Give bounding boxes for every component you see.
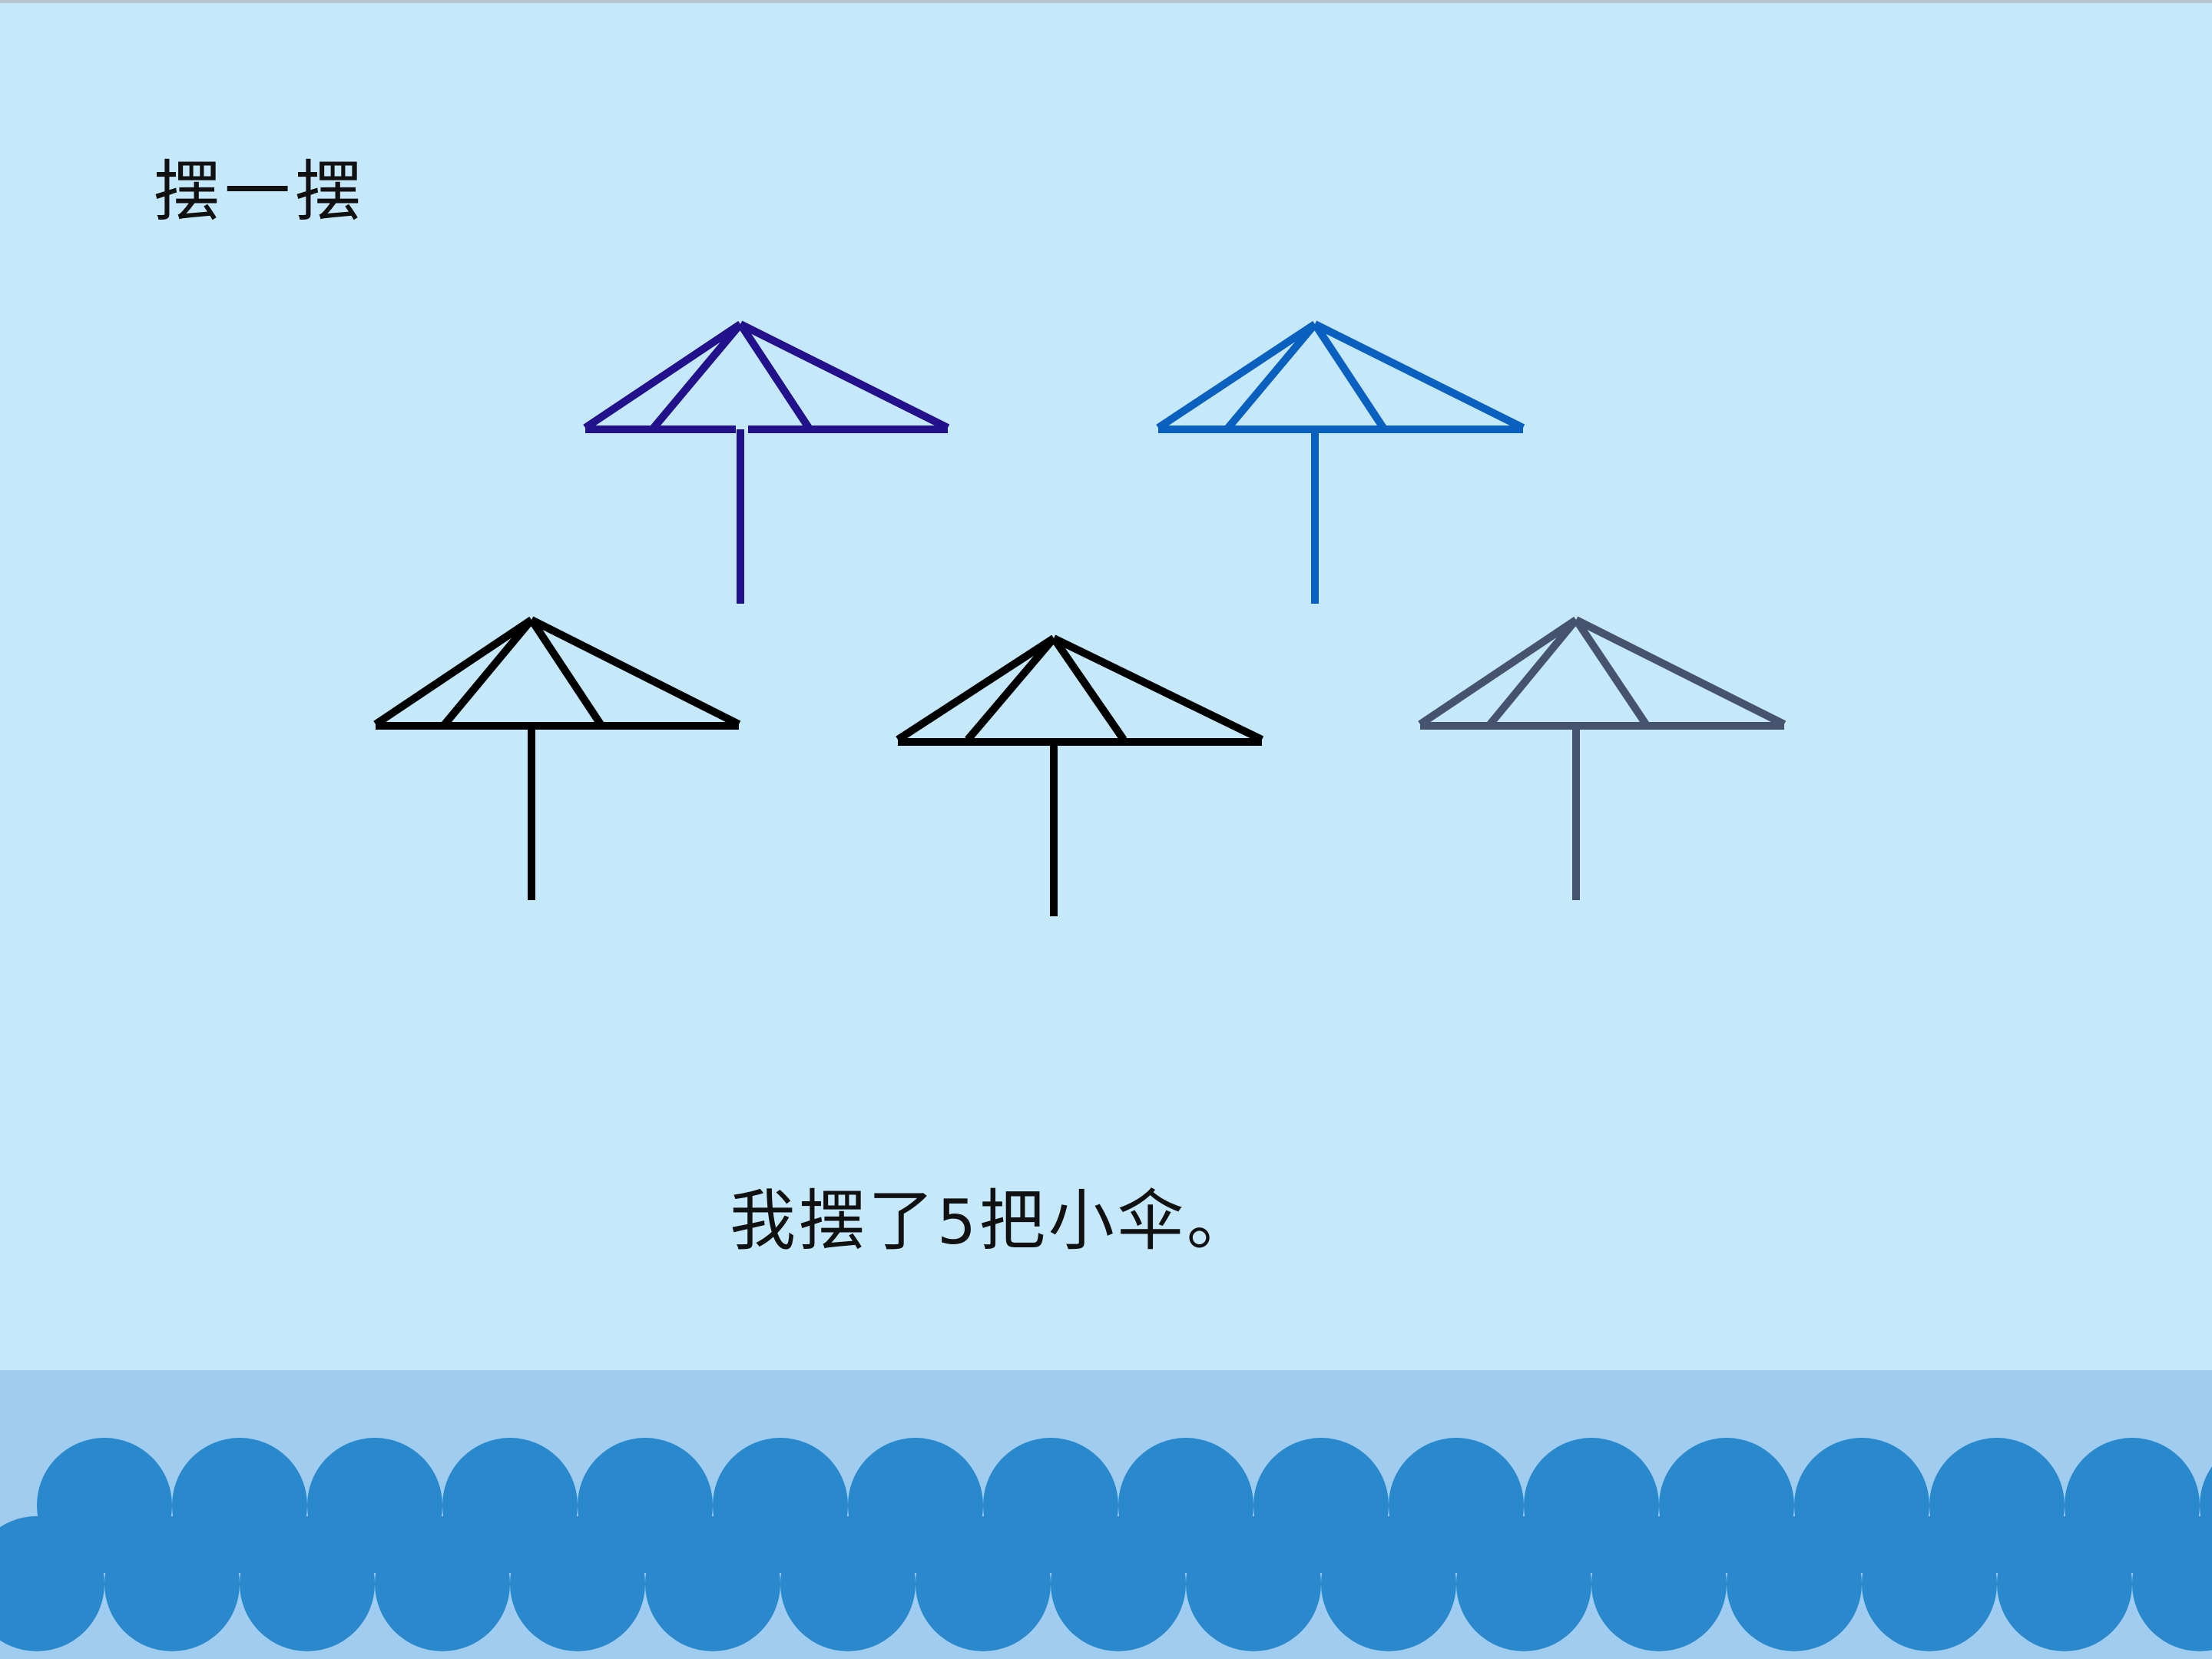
wave-scallop [1186, 1516, 1321, 1651]
umbrella-1 [583, 320, 950, 604]
wave-scallop [1051, 1516, 1186, 1651]
sentence-prefix: 我摆了 [730, 1183, 937, 1260]
umbrella-count-sentence: 我摆了5把小伞。 [730, 1175, 1256, 1269]
wave-scallop [104, 1516, 240, 1651]
sea-decoration [0, 1370, 2212, 1659]
top-border [0, 0, 2212, 3]
umbrella-3 [373, 616, 741, 900]
umbrella-5 [1418, 616, 1786, 900]
sentence-suffix: 把小伞。 [979, 1183, 1256, 1260]
wave-scallop [2132, 1516, 2212, 1651]
wave-scallop [1997, 1516, 2132, 1651]
wave-scallop [1321, 1516, 1456, 1651]
wave-scallop [375, 1516, 510, 1651]
wave-scallop [1862, 1516, 1997, 1651]
wave-scallop [780, 1516, 916, 1651]
umbrella-4 [896, 634, 1264, 916]
umbrella-count: 5 [937, 1187, 979, 1258]
wave-pattern [0, 1438, 2212, 1651]
wave-scallop [1591, 1516, 1727, 1651]
slide-title: 摆一摆 [154, 154, 366, 230]
wave-scallop [240, 1516, 375, 1651]
wave-scallop [645, 1516, 780, 1651]
wave-scallop [916, 1516, 1051, 1651]
wave-scallop [1456, 1516, 1591, 1651]
wave-scallop [0, 1516, 104, 1651]
umbrella-2 [1156, 320, 1525, 604]
wave-scallop [510, 1516, 645, 1651]
wave-scallop [1727, 1516, 1862, 1651]
